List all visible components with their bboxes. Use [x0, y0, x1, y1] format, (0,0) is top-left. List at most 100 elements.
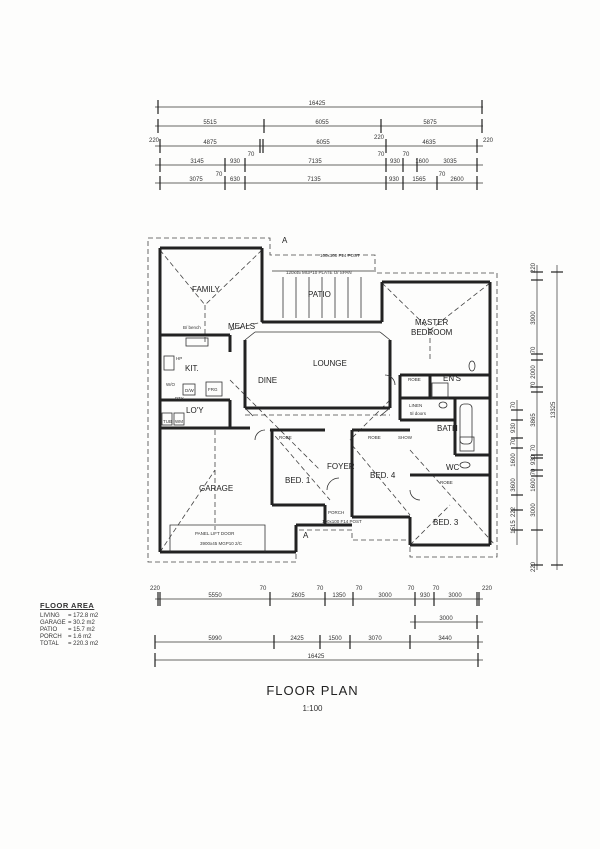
right-dim-col2-label: 70 [531, 381, 537, 388]
room-label-master: MASTER [415, 318, 449, 327]
room-label-dine: DINE [258, 376, 277, 385]
top-dim-row5-label: 70 [439, 172, 446, 178]
bottom-dim-row2-label: 3000 [439, 616, 453, 622]
room-label-kitchen: KIT. [185, 364, 199, 373]
room-label-bed1: BED. 1 [285, 476, 311, 485]
floor-area-name: GARAGE [40, 620, 66, 626]
room-label-robe-master: ROBE [408, 377, 421, 382]
wall-outline [244, 331, 256, 341]
room-label-laundry: LO'Y [186, 406, 204, 415]
top-dim-row5-label: 630 [230, 177, 241, 183]
right-dim-col1-label: 1600 [511, 453, 517, 467]
top-dim-row3-label: 6055 [316, 140, 330, 146]
right-dim-col2-label: 220 [531, 262, 537, 273]
right-dim-col2-label: 3000 [531, 503, 537, 517]
top-dim-row4-label: 70 [378, 152, 385, 158]
drawing-title: FLOOR PLAN [266, 683, 359, 698]
wall-outline [244, 407, 254, 417]
top-dim-row4-label: 3145 [190, 159, 204, 165]
wm-label: WM [175, 419, 183, 424]
top-dim-row4-label: 3035 [443, 159, 457, 165]
walls [158, 246, 492, 554]
bottom-dim-row1-label: 1350 [332, 593, 346, 599]
right-dim-col1-label: 930 [511, 422, 517, 433]
door-swing-icon [384, 374, 396, 386]
floor-area-name: PATIO [40, 627, 58, 633]
bench-label: B/ bench [183, 325, 201, 330]
section-marker-a-bottom: A [303, 531, 309, 540]
floor-area-heading: FLOOR AREA [40, 601, 95, 610]
room-label-garage: GARAGE [199, 484, 233, 493]
toilet-icon [468, 360, 476, 372]
sliding-doors-label: 5l doors [410, 411, 427, 416]
room-label-bed4: BED. 4 [370, 471, 396, 480]
garage-door [169, 524, 266, 552]
bottom-dim-row1-label: 70 [356, 586, 363, 592]
bottom-dim-overall-label: 16425 [308, 654, 325, 660]
floor-area-value: = 15.7 m2 [68, 627, 95, 633]
room-label-foyer: FOYER [327, 462, 355, 471]
floor-area-row: TOTAL= 220.3 m2 [40, 641, 98, 648]
room-label-patio: PATIO [308, 290, 331, 299]
room-label-ensuite: EN'S [443, 374, 461, 383]
top-dim-row4-label: 930 [390, 159, 401, 165]
floor-area-value: = 172.8 m2 [68, 613, 99, 619]
wall-oven-label: W/O [166, 382, 175, 387]
room-label-meals: MEALS [228, 322, 255, 331]
right-dim-col2-label: 1600 [531, 478, 537, 492]
top-dim-row2-label: 6055 [315, 120, 329, 126]
right-dim-col2-label: 70 [531, 346, 537, 353]
right-dim-col1-label: 70 [511, 401, 517, 408]
room-label-bath: BATH [437, 424, 458, 433]
post-label-bottom: 100x100 F14 POST [322, 519, 362, 524]
top-dim-row4-label: 70 [403, 152, 410, 158]
right-dim-col2-label: 3865 [531, 413, 537, 427]
top-dim-row5-label: 3075 [189, 177, 203, 183]
top-dim-row3-label: 4875 [203, 140, 217, 146]
bottom-dim-row1-label: 220 [150, 586, 161, 592]
bottom-dim-row3-label: 1500 [328, 636, 342, 642]
floor-area-row: PATIO = 15.7 m2 [40, 627, 98, 634]
floor-area-name: LIVING [40, 613, 60, 619]
fixtures [161, 270, 476, 552]
bottom-dim-row1-label: 930 [420, 593, 431, 599]
top-dim-row4-label: 930 [230, 159, 241, 165]
room-label-linen: LINEN [409, 403, 422, 408]
floor-area-name: PORCH [40, 634, 62, 640]
room-label-robe-bed1: ROBE [279, 435, 292, 440]
top-dim-row4-label: 7135 [308, 159, 322, 165]
right-dim-col2-label: 930 [531, 454, 537, 465]
top-dim-row3-label: 220 [483, 138, 494, 144]
right-dim-col2-label: 70 [531, 468, 537, 475]
room-label-porch: PORCH [328, 510, 344, 515]
floor-area-row: GARAGE= 30.2 m2 [40, 620, 98, 627]
room-label-bedroom: BEDROOM [411, 328, 453, 337]
top-dim-row2-label: 5875 [423, 120, 437, 126]
hotplate-label: HP [176, 356, 182, 361]
tub-icon [161, 412, 173, 426]
top-dim-row4-label: 1600 [415, 159, 429, 165]
floor-area-value: = 1.6 m2 [68, 634, 92, 640]
top-dim-row5-label: 7135 [307, 177, 321, 183]
wc-toilet-icon [459, 461, 471, 469]
floor-area-name: TOTAL [40, 641, 59, 647]
top-dim-row3-label: 220 [374, 135, 385, 141]
tub-label: TUB [163, 419, 172, 424]
top-dim-overall-label: 16425 [309, 101, 326, 107]
right-dim-col2-label: 220 [531, 561, 537, 572]
dishwasher-icon [182, 383, 196, 396]
washing-machine-icon [173, 412, 185, 426]
section-marker-a-top: A [282, 236, 288, 245]
room-label-family: FAMILY [192, 285, 221, 294]
door-swing-icon [409, 489, 421, 501]
right-dim-overall-label: 13325 [551, 401, 557, 418]
bathtub-icon [459, 403, 473, 445]
garage-door-sub-label: 3900x45 MGP10 2/C [200, 541, 243, 546]
right-dim-col2-label: 3900 [531, 311, 537, 325]
room-label-lounge: LOUNGE [313, 359, 347, 368]
bottom-dim-row3-label: 3070 [368, 636, 382, 642]
hotplate-icon [163, 355, 175, 371]
